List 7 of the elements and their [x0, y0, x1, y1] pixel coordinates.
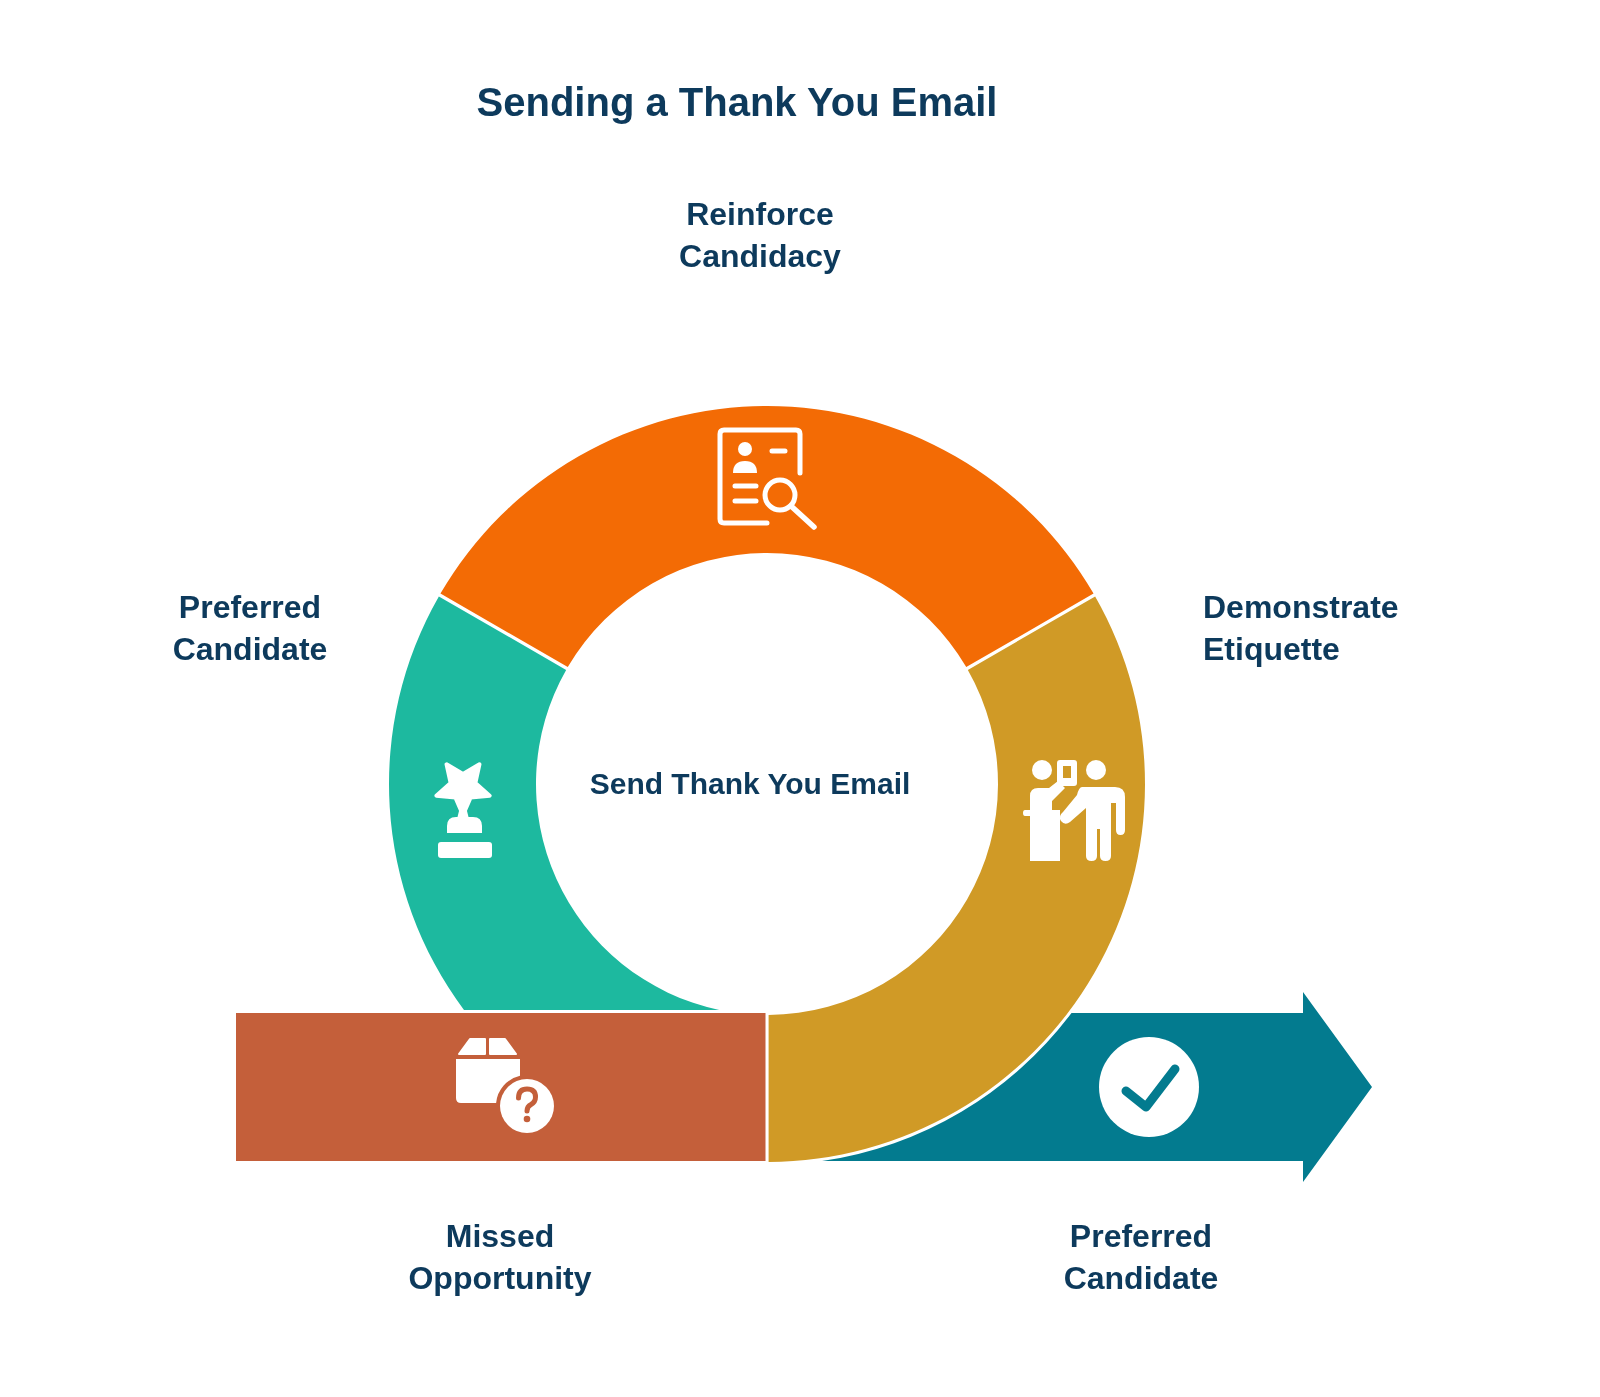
segment-label: Preferred Candidate: [172, 588, 328, 669]
segment-label: Reinforce Candidacy: [679, 195, 841, 276]
segment-label: Demonstrate Etiquette: [1203, 588, 1399, 669]
diagram-title: Sending a Thank You Email: [476, 79, 998, 125]
outcome-label: Preferred Candidate: [1063, 1217, 1219, 1298]
outcome-label: Missed Opportunity: [408, 1217, 592, 1298]
center-label: Send Thank You Email: [589, 766, 911, 802]
